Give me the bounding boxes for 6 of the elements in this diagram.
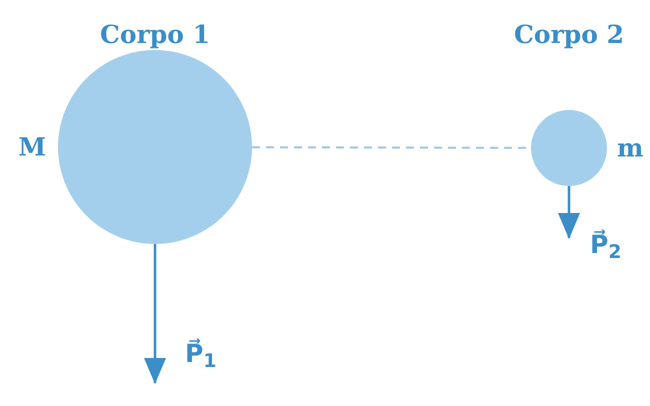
force-label: P⃗$_{1}$ bbox=[185, 338, 216, 372]
mass-label: m bbox=[617, 132, 644, 164]
force-label: P⃗$_{2}$ bbox=[590, 228, 622, 264]
body-heading: Corpo 1 bbox=[100, 19, 210, 51]
mass-label: M bbox=[18, 131, 46, 164]
body-heading: Corpo 2 bbox=[514, 19, 624, 51]
